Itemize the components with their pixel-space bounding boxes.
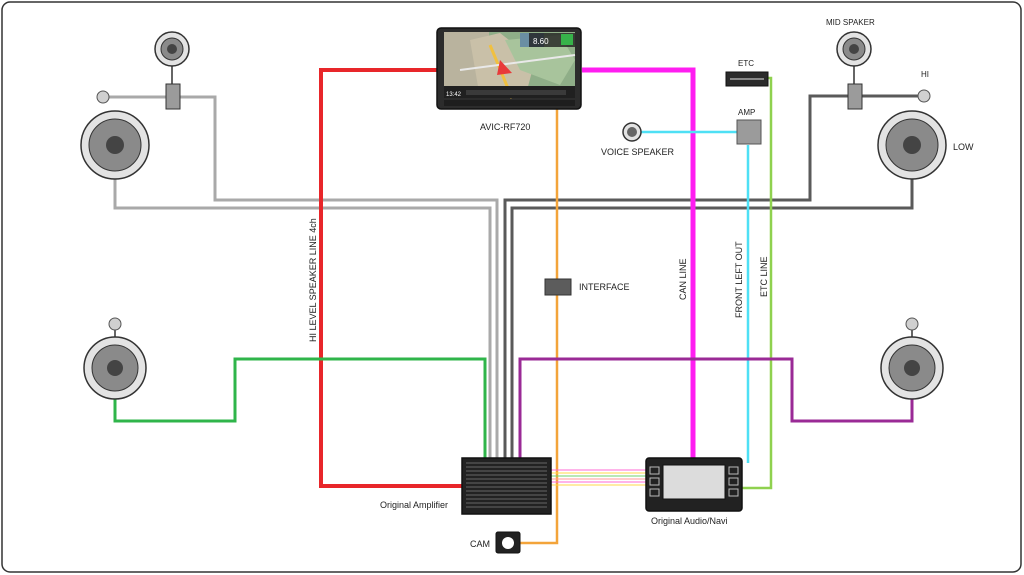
head-unit-speed: 8.60 [533, 37, 549, 46]
label-original-amplifier: Original Amplifier [380, 500, 448, 510]
label-hi-level-speaker-line: HI LEVEL SPEAKER LINE 4ch [308, 218, 318, 342]
voice-speaker [622, 122, 642, 142]
wire-can-line [582, 67, 696, 458]
interface-unit [544, 278, 572, 296]
wire-rear-left [113, 357, 487, 458]
label-amp: AMP [738, 108, 755, 117]
wire-harness [551, 469, 646, 486]
wire-etc-line [742, 76, 773, 490]
label-interface: INTERFACE [579, 282, 630, 292]
rear-left-speaker [83, 317, 147, 400]
label-can-line: CAN LINE [678, 258, 688, 300]
label-front-left-out: FRONT LEFT OUT [734, 241, 744, 318]
front-left-tweeter [154, 31, 190, 110]
original-amplifier [461, 457, 552, 515]
label-cam: CAM [470, 539, 490, 549]
front-left-woofer [80, 110, 150, 180]
front-left-hi-terminal [96, 90, 110, 104]
wire-hi-level-speaker-line [319, 68, 462, 488]
label-voice-speaker: VOICE SPEAKER [601, 147, 675, 157]
wire-front-left-woofer [113, 178, 492, 458]
rear-right-speaker [880, 317, 944, 400]
front-right-woofer [877, 110, 947, 180]
wire-front-right-mid [503, 94, 920, 458]
head-unit-avic: 8.60 13:42 [436, 27, 582, 110]
label-low: LOW [953, 142, 974, 152]
front-right-mid-speaker [836, 31, 872, 110]
amp-unit [736, 119, 762, 145]
label-head-unit: AVIC-RF720 [480, 122, 530, 132]
wire-rear-right [518, 357, 914, 458]
label-etc: ETC [738, 59, 754, 68]
label-original-audio: Original Audio/Navi [651, 516, 728, 526]
wire-front-right-woofer [510, 178, 914, 458]
wire-interface [520, 108, 559, 545]
head-unit-time: 13:42 [446, 92, 462, 98]
label-mid-speaker: MID SPAKER [826, 18, 875, 27]
original-audio-navi [645, 457, 743, 512]
label-etc-line: ETC LINE [759, 256, 769, 297]
front-right-hi-terminal [917, 89, 931, 103]
camera [495, 531, 521, 554]
label-hi: HI [921, 70, 929, 79]
